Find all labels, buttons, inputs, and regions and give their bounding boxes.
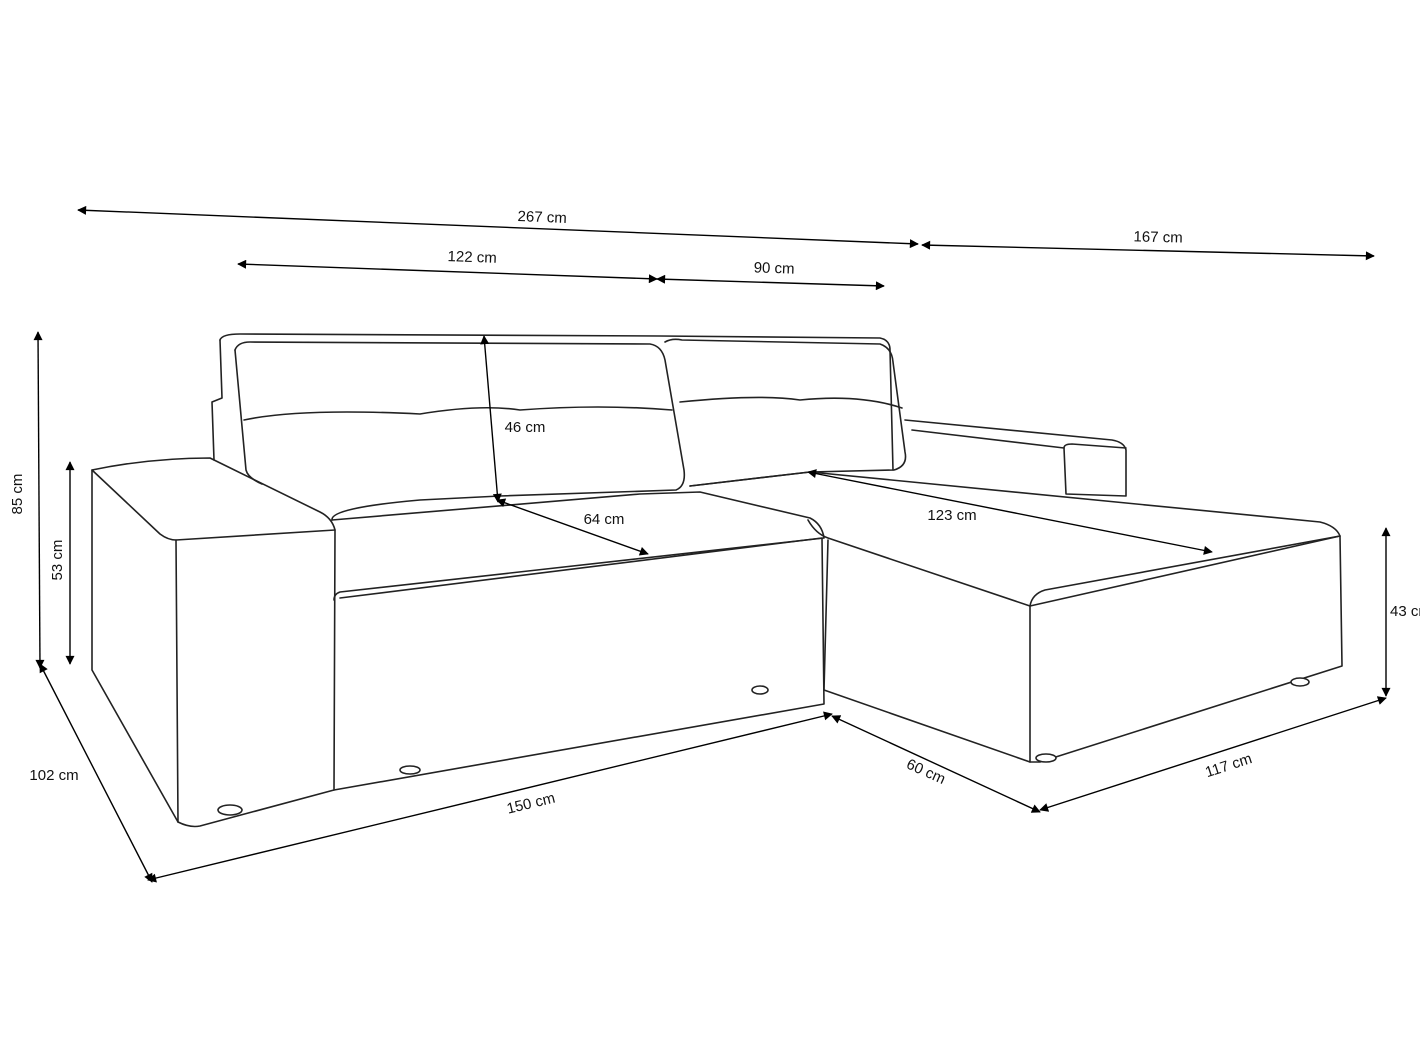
dim-line-total-height xyxy=(33,331,45,669)
dim-line-chaise-width xyxy=(1039,696,1387,812)
foot-mid xyxy=(751,685,769,695)
left-armrest-front xyxy=(91,469,179,823)
foot-left-front xyxy=(217,804,243,816)
left-armrest-side xyxy=(177,529,336,828)
label-total-width: 267 cm xyxy=(517,208,567,227)
label-chaise-height: 43 cm xyxy=(1390,603,1420,620)
label-chaise-front: 60 cm xyxy=(904,756,948,788)
main-seat-top xyxy=(331,491,825,601)
dim-line-backrest-height xyxy=(480,335,502,503)
dimension-labels: 267 cm 167 cm 122 cm 90 cm 85 cm 53 cm 4… xyxy=(9,208,1420,818)
label-front-width: 150 cm xyxy=(505,790,557,818)
dimension-lines xyxy=(33,205,1391,883)
dim-line-seat-back-left xyxy=(237,259,658,284)
dim-line-seat-depth xyxy=(496,498,649,556)
back-cushion-right xyxy=(664,338,907,487)
dim-line-seat-back-right xyxy=(656,274,885,291)
foot-chaise-front xyxy=(1035,753,1057,763)
chaise-seat-top xyxy=(689,471,1341,607)
dim-line-total-width xyxy=(77,205,919,249)
back-cushion-left-seam xyxy=(243,406,673,421)
label-depth: 102 cm xyxy=(29,767,78,784)
foot-chaise-back xyxy=(1290,677,1310,687)
label-backrest-height: 46 cm xyxy=(505,419,546,436)
foot-left-back xyxy=(399,765,421,775)
dim-line-depth xyxy=(39,663,153,883)
back-frame-left-side xyxy=(211,339,223,461)
corner-sofa-drawing xyxy=(91,333,1343,828)
dim-line-chaise-length xyxy=(921,240,1375,261)
dim-line-front-width xyxy=(147,711,833,883)
label-chaise-seat-length: 123 cm xyxy=(927,507,976,524)
dim-line-chaise-front xyxy=(831,715,1041,813)
label-total-height: 85 cm xyxy=(9,474,26,515)
back-cushion-left xyxy=(234,341,686,521)
main-seat-front xyxy=(333,537,825,791)
label-seat-back-left: 122 cm xyxy=(447,248,497,267)
label-armrest-height: 53 cm xyxy=(49,540,66,581)
chaise-front xyxy=(823,539,1031,763)
dim-line-chaise-seat-length xyxy=(807,469,1213,555)
left-armrest-top xyxy=(91,457,336,541)
label-chaise-length: 167 cm xyxy=(1133,228,1183,246)
back-frame xyxy=(219,333,894,471)
label-seat-depth: 64 cm xyxy=(584,511,625,528)
back-cushion-right-seam xyxy=(679,396,903,409)
chaise-back-rail-top xyxy=(1063,443,1127,449)
label-seat-back-right: 90 cm xyxy=(753,259,794,277)
